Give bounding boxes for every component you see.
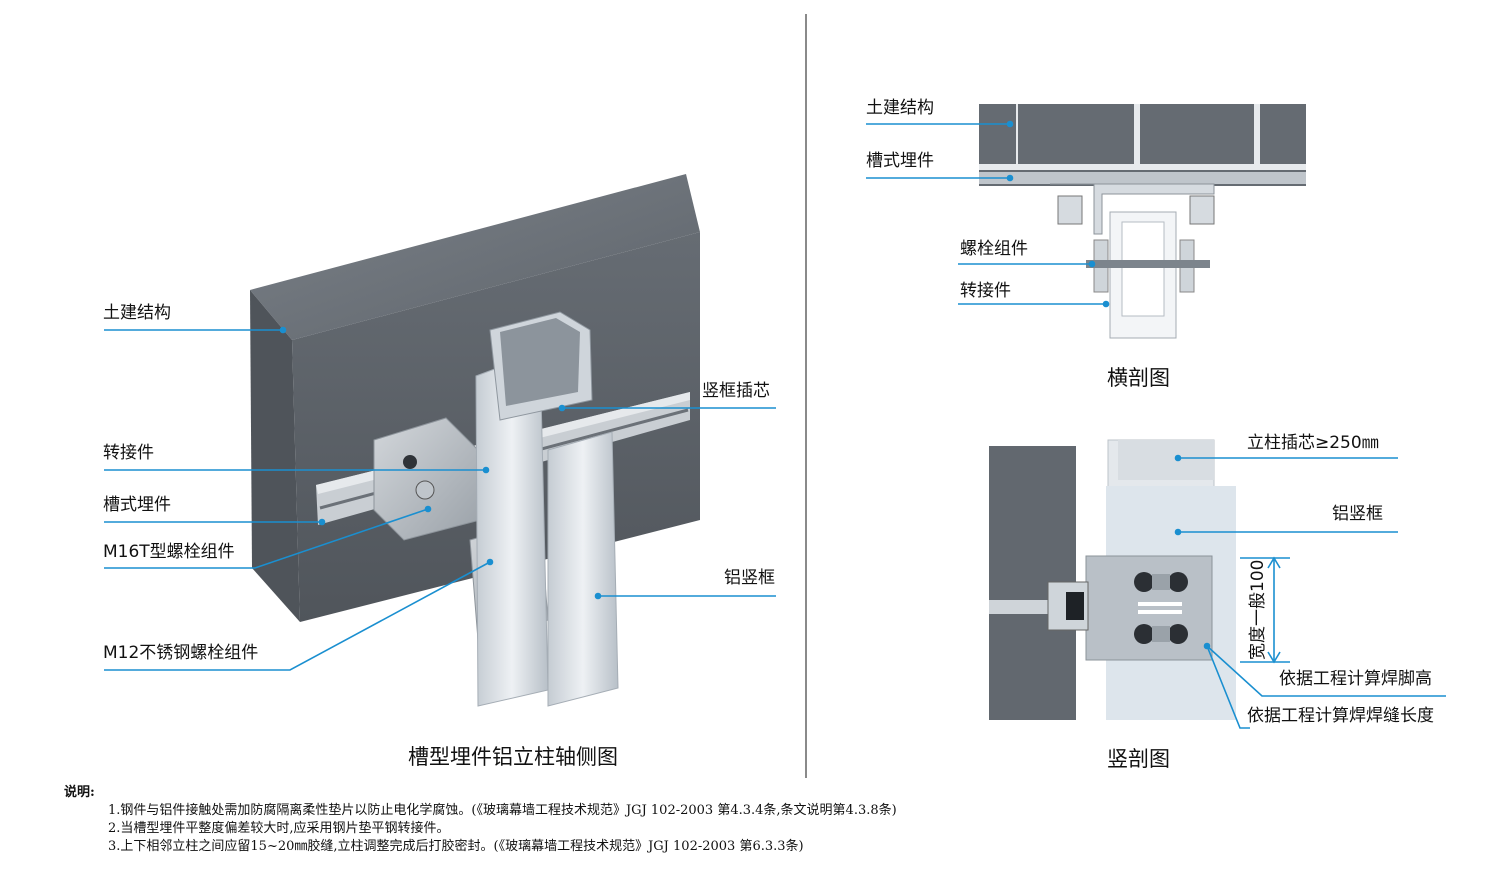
label-tr-adapter: 转接件 — [960, 281, 1011, 301]
label-mullion-insert: 竖框插芯 — [702, 381, 770, 401]
left-leader-lines — [104, 326, 776, 671]
label-adapter: 转接件 — [103, 443, 154, 463]
label-civil-structure: 土建结构 — [103, 303, 171, 323]
label-channel-embed: 槽式埋件 — [103, 495, 171, 515]
label-br-mullion: 铝竖框 — [1332, 504, 1383, 524]
label-weld-height: 依据工程计算焊脚高 — [1279, 669, 1432, 689]
label-width-text: 宽度一般100 — [1248, 559, 1268, 660]
top-right-leader-lines — [866, 120, 1110, 308]
horizontal-section-concrete — [979, 104, 1306, 186]
label-aluminum-mullion: 铝竖框 — [724, 568, 775, 588]
panel-divider — [805, 14, 807, 778]
label-tr-channel-embed: 槽式埋件 — [866, 151, 934, 171]
isometric-mullion — [475, 311, 619, 707]
note-item-3: 3.上下相邻立柱之间应留15~20㎜胶缝,立柱调整完成后打胶密封。(《玻璃幕墙工… — [108, 839, 804, 854]
title-vertical-section: 竖剖图 — [1107, 747, 1170, 771]
width-dimension — [1240, 556, 1290, 664]
horizontal-section-adapter — [1050, 183, 1215, 339]
label-tr-civil-structure: 土建结构 — [866, 98, 934, 118]
label-br-insert: 立柱插芯≥250㎜ — [1247, 433, 1379, 453]
label-ss-bolt: M12不锈钢螺栓组件 — [103, 643, 259, 663]
title-isometric: 槽型埋件铝立柱轴侧图 — [408, 745, 618, 769]
bottom-right-leader-lines — [1174, 454, 1446, 729]
title-horizontal-section: 横剖图 — [1107, 366, 1170, 390]
note-item-1: 1.钢件与铝件接触处需加防腐隔离柔性垫片以防止电化学腐蚀。(《玻璃幕墙工程技术规… — [108, 803, 897, 818]
vertical-section-adapter — [1047, 555, 1213, 661]
label-tr-bolt: 螺栓组件 — [960, 239, 1028, 259]
label-t-bolt: M16T型螺栓组件 — [103, 542, 235, 562]
vertical-section-insert — [1107, 439, 1215, 489]
notes-heading: 说明: — [64, 785, 95, 800]
note-item-2: 2.当槽型埋件平整度偏差较大时,应采用钢片垫平钢转接件。 — [108, 821, 450, 836]
notes-block: 说明: 1.钢件与铝件接触处需加防腐隔离柔性垫片以防止电化学腐蚀。(《玻璃幕墙工… — [64, 784, 897, 856]
label-weld-length: 依据工程计算焊焊缝长度 — [1247, 706, 1434, 726]
